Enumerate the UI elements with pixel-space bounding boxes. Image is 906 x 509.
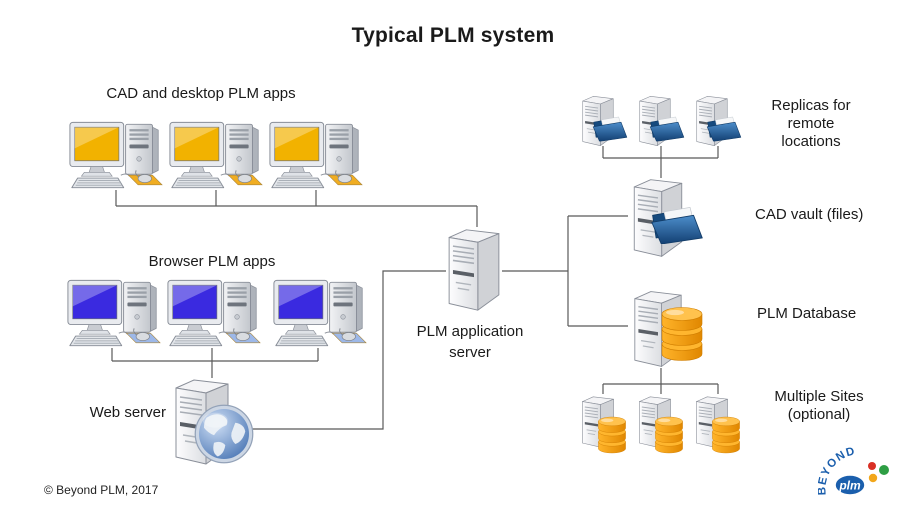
replica-server-icon <box>694 94 744 148</box>
beyond-plm-logo: BEYOND plm <box>818 445 889 496</box>
database-icon <box>660 306 704 362</box>
label-plm-app-server: PLM application server <box>416 323 524 361</box>
plm-application-server-icon <box>445 226 503 314</box>
cad-vault-icon <box>626 176 706 260</box>
logo-dot-green <box>879 465 889 475</box>
replica-server-icon <box>580 94 630 148</box>
database-icon <box>711 416 741 454</box>
label-multiple-sites: Multiple Sites (optional) <box>774 388 864 423</box>
database-icon <box>654 416 684 454</box>
logo-dot-red <box>868 462 876 470</box>
web-server-icon <box>172 376 262 468</box>
logo-circle <box>834 474 866 496</box>
folder-icon <box>592 114 628 142</box>
label-cad-apps: CAD and desktop PLM apps <box>106 85 296 102</box>
cad-workstation-icon <box>68 120 164 192</box>
browser-workstation-icon <box>272 278 368 350</box>
cad-workstation-icon <box>168 120 264 192</box>
site-server-icon <box>580 394 632 456</box>
replica-server-icon <box>637 94 687 148</box>
copyright-text: © Beyond PLM, 2017 <box>44 483 159 497</box>
browser-workstation-icon <box>66 278 162 350</box>
folder-icon <box>650 202 704 246</box>
page-title: Typical PLM system <box>351 24 555 47</box>
logo-circle-text: plm <box>838 479 861 493</box>
label-web-server: Web server <box>89 404 166 421</box>
cad-workstation-icon <box>268 120 364 192</box>
label-cad-vault: CAD vault (files) <box>755 206 864 223</box>
folder-icon <box>649 114 685 142</box>
browser-workstation-icon <box>166 278 262 350</box>
globe-icon <box>194 404 254 464</box>
site-server-icon <box>694 394 746 456</box>
label-plm-database: PLM Database <box>757 305 857 322</box>
folder-icon <box>706 114 742 142</box>
label-browser-apps: Browser PLM apps <box>148 253 276 270</box>
logo-dot-yellow <box>868 473 878 483</box>
label-replicas: Replicas for remote locations <box>771 97 851 150</box>
plm-database-icon <box>626 288 706 370</box>
database-icon <box>597 416 627 454</box>
site-server-icon <box>637 394 689 456</box>
